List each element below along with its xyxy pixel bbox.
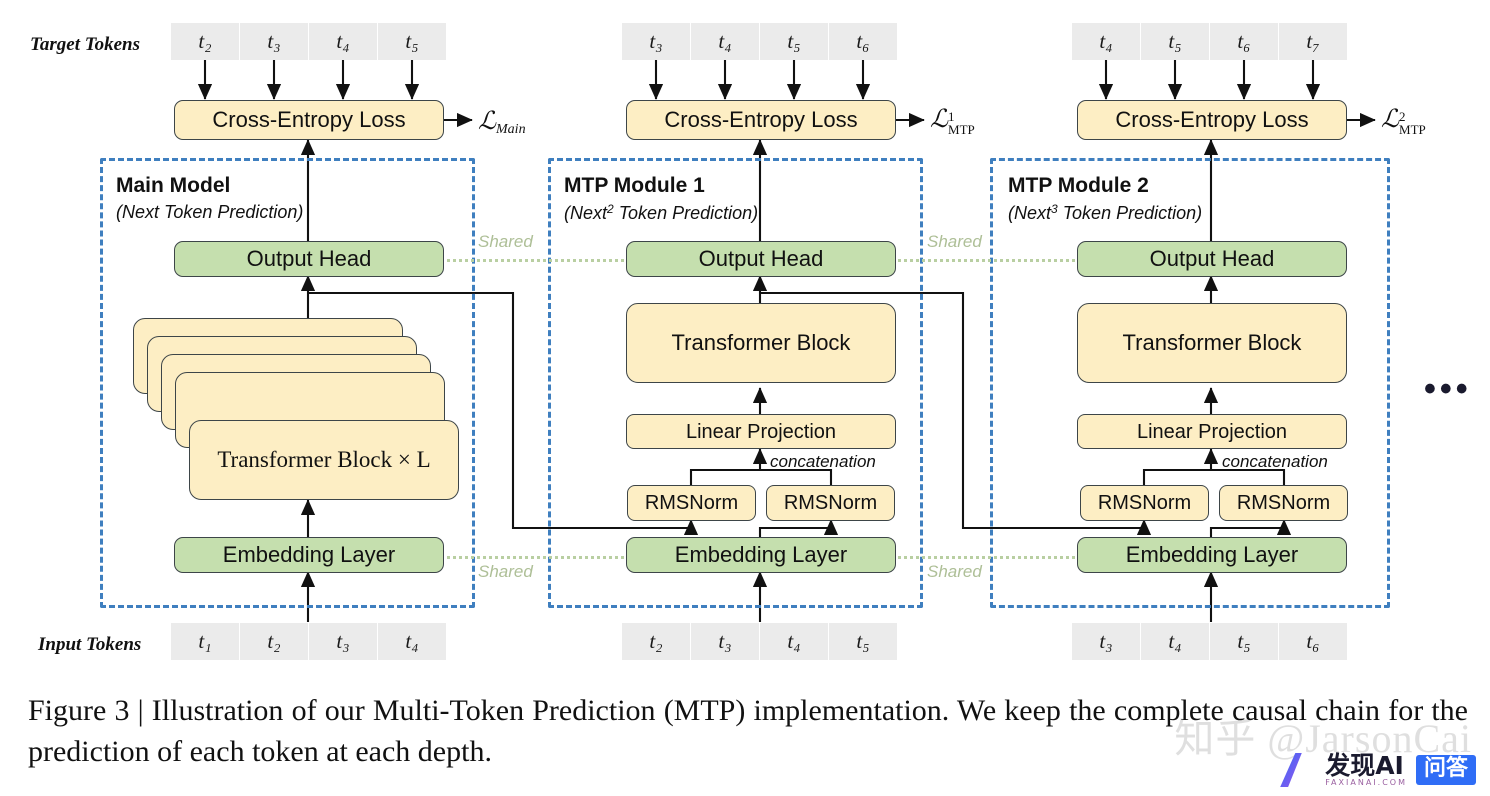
input-token-cell: t₄ [378,623,446,660]
watermark-badges: 发现AI FAXIANAI.COM 问答 [1280,753,1476,787]
watermark-brand-label: 发现AI [1325,751,1404,780]
loss-symbol-sup: 1 [948,108,955,124]
loss-symbol-base: ℒ [1381,106,1400,133]
transformer-block-mtp1: Transformer Block [626,303,896,383]
module-subtitle-mtp-module-1: (Next2 Token Prediction) [564,202,758,224]
target-token-cell: t₄ [1072,23,1140,60]
watermark-handle: 知乎 @JarsonCai [1174,716,1472,761]
subtitle-pre: (Next [564,203,608,223]
watermark-pill: 问答 [1415,755,1476,785]
target-token-cell: t₄ [691,23,759,60]
cross-entropy-loss-mtp2: Cross-Entropy Loss [1077,100,1347,140]
module-frame-main-model [100,158,475,608]
continuation-ellipsis: ••• [1424,370,1472,408]
shared-label-output-head-1: Shared [478,232,533,251]
input-token-cell: t₅ [829,623,897,660]
loss-symbol-base: ℒ [930,106,949,133]
embedding-layer-mtp1: Embedding Layer [626,537,896,573]
module-title-mtp-module-2: MTP Module 2 [1008,174,1149,197]
input-token-cell: t₃ [309,623,377,660]
shared-connector-output-head-1 [440,259,630,262]
target-token-cell: t₆ [1210,23,1278,60]
target-token-cell: t₇ [1279,23,1347,60]
loss-symbol-sub: MTP [1399,121,1426,137]
output-head-main: Output Head [174,241,444,277]
loss-symbol-mtp2: ℒ 2 MTP [1381,104,1426,137]
module-subtitle-main-model: (Next Token Prediction) [116,202,304,222]
transformer-block-main: Transformer Block × L [189,420,459,500]
subtitle-sup: 3 [1051,202,1058,216]
module-frame-mtp-module-1 [548,158,923,608]
cross-entropy-loss-mtp1: Cross-Entropy Loss [626,100,896,140]
target-tokens-label: Target Tokens [30,34,140,55]
module-frame-mtp-module-2 [990,158,1390,608]
target-token-cell: t₅ [760,23,828,60]
loss-symbol-sub: Main [496,122,526,138]
rmsnorm-right-mtp2: RMSNorm [1219,485,1348,521]
watermark-domain: FAXIANAI.COM [1325,778,1407,787]
embedding-layer-mtp2: Embedding Layer [1077,537,1347,573]
target-token-cell: t₃ [240,23,308,60]
input-token-cell: t₁ [171,623,239,660]
input-token-cell: t₂ [622,623,690,660]
module-title-mtp-module-1: MTP Module 1 [564,174,705,197]
shared-connector-output-head-2 [891,259,1081,262]
watermark-brand: 发现AI FAXIANAI.COM [1325,753,1407,787]
figure-caption: Figure 3 | Illustration of our Multi-Tok… [28,694,1468,769]
target-token-cell: t₆ [829,23,897,60]
ai-logo-icon [1280,753,1302,787]
embedding-layer-main: Embedding Layer [174,537,444,573]
transformer-block-main-label: Transformer Block × L [217,447,431,473]
transformer-block-mtp2: Transformer Block [1077,303,1347,383]
subtitle-pre: (Next [1008,203,1052,223]
cross-entropy-loss-main: Cross-Entropy Loss [174,100,444,140]
loss-symbol-sub: MTP [948,121,975,137]
loss-symbol-mtp1: ℒ 1 MTP [930,104,975,137]
target-token-cell: t₂ [171,23,239,60]
subtitle-post: Token Prediction) [613,203,759,223]
input-token-cell: t₃ [691,623,759,660]
concatenation-label-mtp2: concatenation [1222,452,1328,471]
input-token-cell: t₃ [1072,623,1140,660]
linear-projection-mtp2: Linear Projection [1077,414,1347,449]
linear-projection-mtp1: Linear Projection [626,414,896,449]
output-head-mtp1: Output Head [626,241,896,277]
target-token-cell: t₅ [378,23,446,60]
target-token-cell: t₄ [309,23,377,60]
shared-connector-embedding-1 [440,556,630,559]
input-token-cell: t₂ [240,623,308,660]
target-token-cell: t₃ [622,23,690,60]
input-token-cell: t₅ [1210,623,1278,660]
module-title-main-model: Main Model [116,174,231,197]
rmsnorm-right-mtp1: RMSNorm [766,485,895,521]
concatenation-label-mtp1: concatenation [770,452,876,471]
rmsnorm-left-mtp2: RMSNorm [1080,485,1209,521]
shared-label-output-head-2: Shared [927,232,982,251]
input-tokens-label: Input Tokens [38,634,142,655]
subtitle-sup: 2 [607,202,614,216]
input-token-cell: t₆ [1279,623,1347,660]
loss-symbol-main: ℒMain [478,106,526,138]
output-head-mtp2: Output Head [1077,241,1347,277]
input-token-cell: t₄ [1141,623,1209,660]
target-token-cell: t₅ [1141,23,1209,60]
shared-label-embedding-2: Shared [927,562,982,581]
loss-symbol-sup: 2 [1399,108,1406,124]
shared-connector-embedding-2 [891,556,1081,559]
module-subtitle-mtp-module-2: (Next3 Token Prediction) [1008,202,1202,224]
input-token-cell: t₄ [760,623,828,660]
shared-label-embedding-1: Shared [478,562,533,581]
rmsnorm-left-mtp1: RMSNorm [627,485,756,521]
subtitle-post: Token Prediction) [1057,203,1203,223]
loss-symbol-base: ℒ [478,108,497,135]
